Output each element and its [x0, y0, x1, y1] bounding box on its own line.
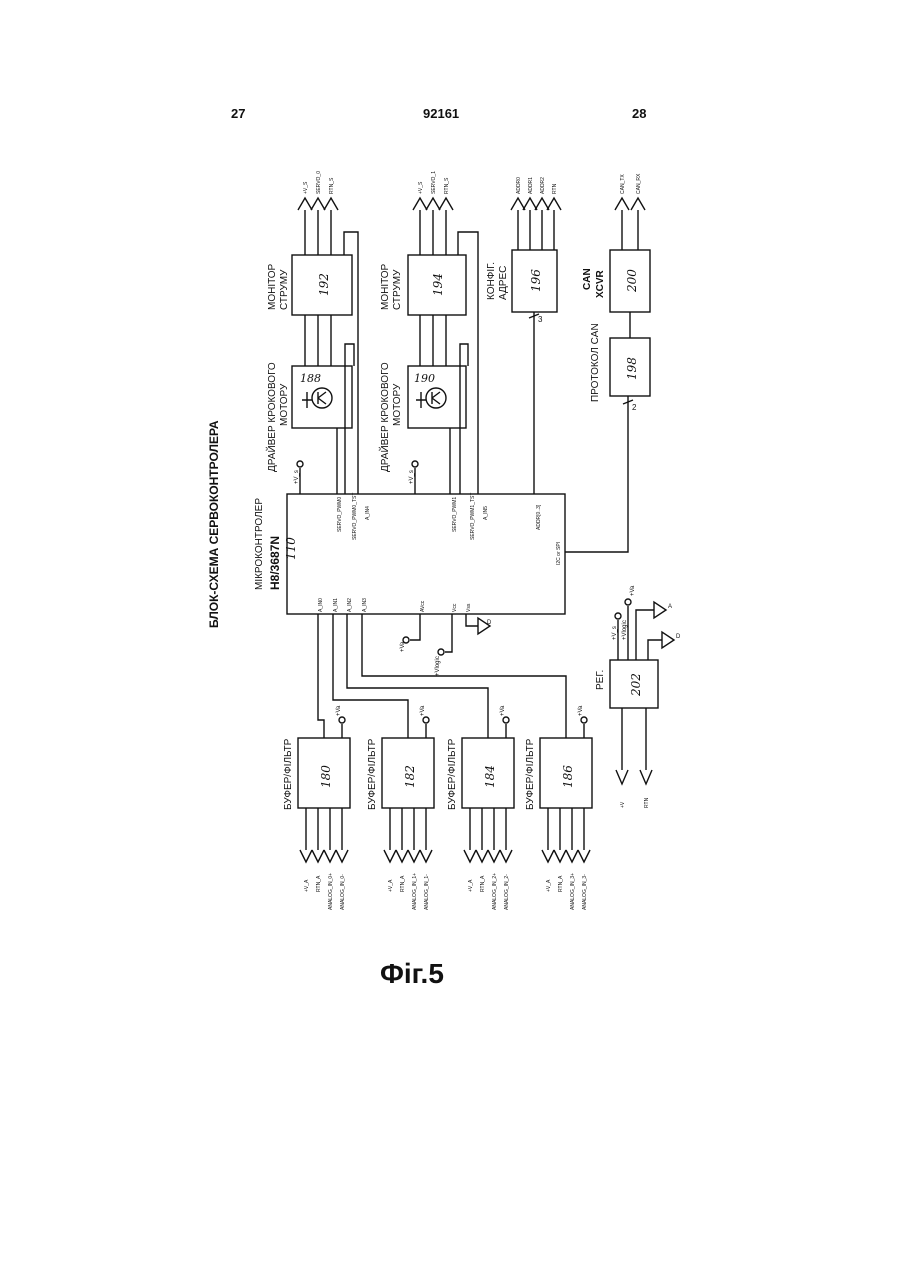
- addr-conn-1: ADDR0: [516, 177, 522, 194]
- driver2-number: 190: [414, 372, 435, 385]
- can-bus-width: 2: [632, 403, 637, 412]
- buf4-conn-3: ANALOG_IN_3+: [570, 873, 576, 910]
- pin-addr: ADDR[0..3]: [536, 504, 542, 530]
- buf1-conn-4: ANALOG_IN_0-: [340, 874, 346, 910]
- pin-vss: Vss: [466, 603, 472, 612]
- buf3-conn-2: RTN_A: [480, 875, 486, 892]
- mcu-ground: D: [487, 620, 492, 626]
- pin-vcc: Vcc: [452, 603, 458, 612]
- monitor2-number: 194: [431, 273, 445, 296]
- figure-caption: Фіг.5: [380, 958, 444, 990]
- buffer1-label: БУФЕР/ФІЛЬТР: [283, 738, 294, 810]
- servo0-conn-3: RTN_S: [329, 177, 335, 194]
- reg-ground-d: D: [676, 634, 681, 640]
- microcontroller-part: H8/3687N: [268, 536, 282, 590]
- buffer1-number: 180: [319, 765, 333, 788]
- servo1-conn-2: SERVO_1: [431, 171, 437, 194]
- can-xcvr-number: 200: [625, 269, 639, 293]
- servo1-conn-3: RTN_S: [444, 177, 450, 194]
- reg-ground-a: A: [668, 604, 672, 610]
- microcontroller-number: 110: [284, 537, 298, 560]
- power-conn-1: +V: [620, 801, 626, 808]
- reg-vs-supply: +V_s: [612, 626, 618, 640]
- buf1-conn-2: RTN_A: [316, 875, 322, 892]
- reg-vlogic-supply: +Vlogic: [622, 620, 628, 640]
- mcu-vlogic-supply: +Vlogic: [435, 656, 441, 676]
- config-label: КОНФІГ.: [486, 262, 497, 300]
- can-xcvr-label: CAN: [582, 268, 593, 290]
- can-protocol-number: 198: [625, 357, 639, 380]
- monitor2-label2: СТРУМУ: [392, 269, 403, 310]
- reg-va-supply: +Va: [630, 585, 636, 596]
- pin-a-in2: A_IN2: [347, 598, 353, 612]
- buffer4-supply: +Va: [578, 705, 584, 716]
- buf4-conn-2: RTN_A: [558, 875, 564, 892]
- pin-i2c-spi: I2C or SPI: [556, 542, 562, 565]
- config-number: 196: [529, 269, 543, 292]
- buf2-conn-2: RTN_A: [400, 875, 406, 892]
- pin-servo-pwm1-tst: SERVO_PWM1_TST: [470, 493, 476, 540]
- diagram-title: БЛОК-СХЕМА СЕРВОКОНТРОЛЕРА: [207, 420, 221, 628]
- buffer3-supply: +Va: [500, 705, 506, 716]
- pin-a-in1: A_IN1: [333, 598, 339, 612]
- buffer1-supply: +Va: [336, 705, 342, 716]
- pin-servo-pwm0: SERVO_PWM0: [337, 497, 343, 532]
- pin-avcc: AVcc: [420, 600, 426, 612]
- can-xcvr-label2: XCVR: [595, 269, 606, 298]
- can-conn-2: CAN_RX: [636, 173, 642, 194]
- config-label2: АДРЕС: [498, 266, 509, 300]
- pin-servo-pwm0-tst: SERVO_PWM0_TST: [352, 493, 358, 540]
- pin-servo-pwm1: SERVO_PWM1: [452, 497, 458, 532]
- driver1-supply: +V_s: [294, 470, 300, 484]
- buffer4-number: 186: [561, 765, 575, 788]
- buffer3-number: 184: [483, 765, 497, 788]
- addr-conn-4: RTN: [552, 183, 558, 194]
- buf2-conn-3: ANALOG_IN_1+: [412, 873, 418, 910]
- buf1-conn-3: ANALOG_IN_0+: [328, 873, 334, 910]
- monitor2-label: МОНІТОР: [380, 263, 391, 310]
- pin-a-in4: A_IN4: [365, 506, 371, 520]
- driver1-label2: МОТОРУ: [279, 383, 290, 426]
- mcu-avcc-supply: +Va: [400, 641, 406, 652]
- addr-conn-2: ADDR1: [528, 177, 534, 194]
- buf4-conn-1: +V_A: [546, 879, 552, 892]
- monitor1-number: 192: [317, 273, 331, 296]
- driver2-label: ДРАЙВЕР КРОКОВОГО: [378, 362, 391, 472]
- driver1-label: ДРАЙВЕР КРОКОВОГО: [265, 362, 278, 472]
- microcontroller-box: [287, 494, 565, 614]
- buf3-conn-4: ANALOG_IN_2-: [504, 874, 510, 910]
- buf1-conn-1: +V_A: [304, 879, 310, 892]
- pin-a-in0: A_IN0: [318, 598, 324, 612]
- buffer2-supply: +Va: [420, 705, 426, 716]
- servo0-conn-1: +V_S: [303, 181, 309, 194]
- buf3-conn-1: +V_A: [468, 879, 474, 892]
- buffer2-number: 182: [403, 765, 417, 788]
- driver2-supply: +V_s: [409, 470, 415, 484]
- monitor1-label: МОНІТОР: [267, 263, 278, 310]
- addr-conn-3: ADDR2: [540, 177, 546, 194]
- monitor1-label2: СТРУМУ: [279, 269, 290, 310]
- microcontroller-label: МІКРОКОНТРОЛЕР: [254, 498, 265, 590]
- power-conn-2: RTN: [644, 797, 650, 808]
- pin-a-in5: A_IN5: [483, 506, 489, 520]
- pin-a-in3: A_IN3: [362, 598, 368, 612]
- driver1-number: 188: [300, 372, 321, 385]
- servo0-conn-2: SERVO_0: [316, 171, 322, 194]
- buffer3-label: БУФЕР/ФІЛЬТР: [447, 738, 458, 810]
- can-conn-1: CAN_TX: [620, 174, 626, 194]
- buf2-conn-1: +V_A: [388, 879, 394, 892]
- buf3-conn-3: ANALOG_IN_2+: [492, 873, 498, 910]
- buf4-conn-4: ANALOG_IN_3-: [582, 874, 588, 910]
- regulator-number: 202: [629, 673, 643, 697]
- regulator-label: РЕГ.: [595, 670, 606, 690]
- buf2-conn-4: ANALOG_IN_1-: [424, 874, 430, 910]
- driver2-label2: МОТОРУ: [392, 383, 403, 426]
- buffer2-label: БУФЕР/ФІЛЬТР: [367, 738, 378, 810]
- config-bus-width: 3: [538, 315, 543, 324]
- buffer4-label: БУФЕР/ФІЛЬТР: [525, 738, 536, 810]
- can-protocol-label: ПРОТОКОЛ CAN: [590, 323, 601, 402]
- servo1-conn-1: +V_S: [418, 181, 424, 194]
